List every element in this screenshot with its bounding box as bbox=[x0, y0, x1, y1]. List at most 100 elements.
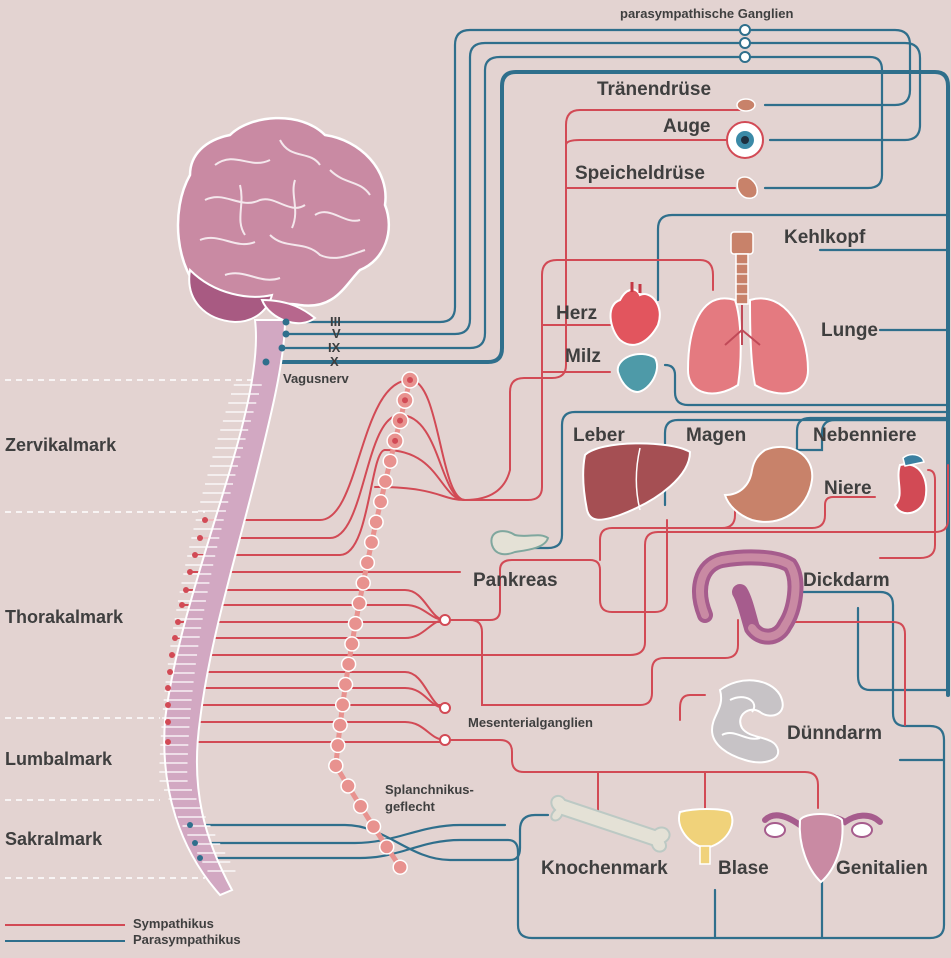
spinal-output-dot bbox=[192, 552, 198, 558]
adrenal-label: Nebenniere bbox=[813, 426, 916, 445]
lumbar-region-label: Lumbalmark bbox=[5, 750, 112, 768]
kidney-label: Niere bbox=[824, 479, 872, 498]
splanchnic-label-line2: geflecht bbox=[385, 800, 435, 813]
cranial-nerve-X-label: X bbox=[330, 355, 339, 368]
brain-icon bbox=[178, 118, 389, 323]
large-intestine-icon bbox=[700, 557, 795, 636]
chain-ganglion bbox=[393, 860, 407, 874]
chain-ganglion bbox=[354, 799, 368, 813]
ganglion-ciliary bbox=[740, 25, 750, 35]
inferior-mesenteric-ganglion bbox=[440, 735, 450, 745]
stomach-label: Magen bbox=[686, 426, 746, 445]
spleen-label: Milz bbox=[565, 347, 601, 366]
pancreas-icon bbox=[491, 531, 548, 554]
spinal-output-dot bbox=[165, 685, 171, 691]
lung-icon bbox=[688, 298, 808, 393]
spinal-output-dot bbox=[167, 669, 173, 675]
genitals-label: Genitalien bbox=[836, 859, 928, 878]
chain-ganglion bbox=[356, 576, 370, 590]
lung-label: Lunge bbox=[821, 321, 878, 340]
ganglion-pterygopalatine bbox=[740, 38, 750, 48]
thoracic-region-label: Thorakalmark bbox=[5, 608, 123, 626]
chain-ganglion-core bbox=[402, 397, 408, 403]
parasympathetic-ganglia-label: parasympathische Ganglien bbox=[620, 7, 793, 20]
larynx-icon bbox=[731, 232, 753, 304]
lacrimal-gland-label: Tränendrüse bbox=[597, 80, 711, 99]
sym-to-colon bbox=[445, 620, 738, 705]
spinal-output-dot bbox=[202, 517, 208, 523]
spinal-output-dot bbox=[165, 702, 171, 708]
spinal-cord bbox=[159, 320, 285, 895]
prevertebral-ganglia bbox=[440, 615, 450, 745]
liver-label: Leber bbox=[573, 426, 625, 445]
cranial-nerve-V-label: V bbox=[332, 327, 341, 340]
eye-label: Auge bbox=[663, 117, 711, 136]
small-intestine-icon bbox=[712, 680, 783, 762]
spinal-out-13 bbox=[168, 722, 445, 740]
legend-sympathetic-swatch bbox=[5, 924, 125, 926]
spinal-output-dot bbox=[197, 535, 203, 541]
chain-link-2 bbox=[400, 415, 465, 500]
sym-to-small-intestine bbox=[680, 695, 705, 720]
chain-ganglion bbox=[352, 596, 366, 610]
heart-icon bbox=[611, 282, 660, 345]
vagus-to-colon bbox=[858, 608, 948, 690]
chain-ganglion bbox=[378, 475, 392, 489]
larynx-label: Kehlkopf bbox=[784, 228, 865, 247]
chain-ganglion bbox=[329, 759, 343, 773]
superior-mesenteric-ganglion bbox=[440, 703, 450, 713]
bone-marrow-label: Knochenmark bbox=[541, 859, 668, 878]
colon-label: Dickdarm bbox=[803, 571, 890, 590]
chain-ganglion bbox=[365, 535, 379, 549]
spinal-out-10 bbox=[170, 672, 445, 708]
chain-ganglion bbox=[341, 779, 355, 793]
chain-ganglion bbox=[339, 678, 353, 692]
sacral-region-label: Sakralmark bbox=[5, 830, 102, 848]
small-intestine-label: Dünndarm bbox=[787, 724, 882, 743]
chain-ganglion bbox=[383, 454, 397, 468]
chain-ganglion bbox=[348, 617, 362, 631]
bone-marrow-icon bbox=[551, 796, 669, 852]
bladder-label: Blase bbox=[718, 859, 769, 878]
heart-label: Herz bbox=[556, 304, 597, 323]
chain-ganglion-core bbox=[397, 418, 403, 424]
chain-ganglion bbox=[336, 698, 350, 712]
chain-ganglion-core bbox=[392, 438, 398, 444]
spinal-output-dot bbox=[165, 739, 171, 745]
kidney-icon bbox=[895, 455, 926, 514]
sym-to-colon-2 bbox=[795, 622, 905, 725]
pancreas-label: Pankreas bbox=[473, 571, 558, 590]
legend-sympathetic-label: Sympathikus bbox=[133, 917, 214, 930]
ganglion-otic bbox=[740, 52, 750, 62]
chain-link-1 bbox=[410, 380, 465, 500]
chain-ganglion bbox=[369, 515, 383, 529]
celiac-ganglion bbox=[440, 615, 450, 625]
salivary-gland-icon bbox=[737, 177, 757, 198]
salivary-gland-label: Speicheldrüse bbox=[575, 164, 705, 183]
legend-parasympathetic-swatch bbox=[5, 940, 125, 942]
parasympathetic-ganglia-markers bbox=[740, 25, 750, 62]
chain-ganglion-core bbox=[407, 377, 413, 383]
spinal-output-dot bbox=[169, 652, 175, 658]
spinal-output-dot bbox=[172, 635, 178, 641]
chain-ganglion bbox=[342, 657, 356, 671]
chain-ganglion bbox=[345, 637, 359, 651]
chain-ganglion bbox=[380, 840, 394, 854]
bladder-icon bbox=[679, 809, 732, 864]
chain-ganglion bbox=[374, 495, 388, 509]
stomach-icon bbox=[725, 447, 812, 522]
chain-ganglion bbox=[360, 556, 374, 570]
spinal-output-dot bbox=[165, 719, 171, 725]
vagus-nerve-label: Vagusnerv bbox=[283, 372, 349, 385]
chain-ganglion bbox=[367, 820, 381, 834]
mesenteric-ganglia-label: Mesenterialganglien bbox=[468, 716, 593, 729]
chain-ganglion bbox=[331, 738, 345, 752]
spleen-icon bbox=[618, 354, 657, 392]
sacral-path-3 bbox=[200, 592, 944, 938]
cranial-nerve-IX-label: IX bbox=[328, 341, 340, 354]
cervical-region-label: Zervikalmark bbox=[5, 436, 116, 454]
legend-parasympathetic-label: Parasympathikus bbox=[133, 933, 241, 946]
lacrimal-gland-icon bbox=[737, 99, 755, 111]
